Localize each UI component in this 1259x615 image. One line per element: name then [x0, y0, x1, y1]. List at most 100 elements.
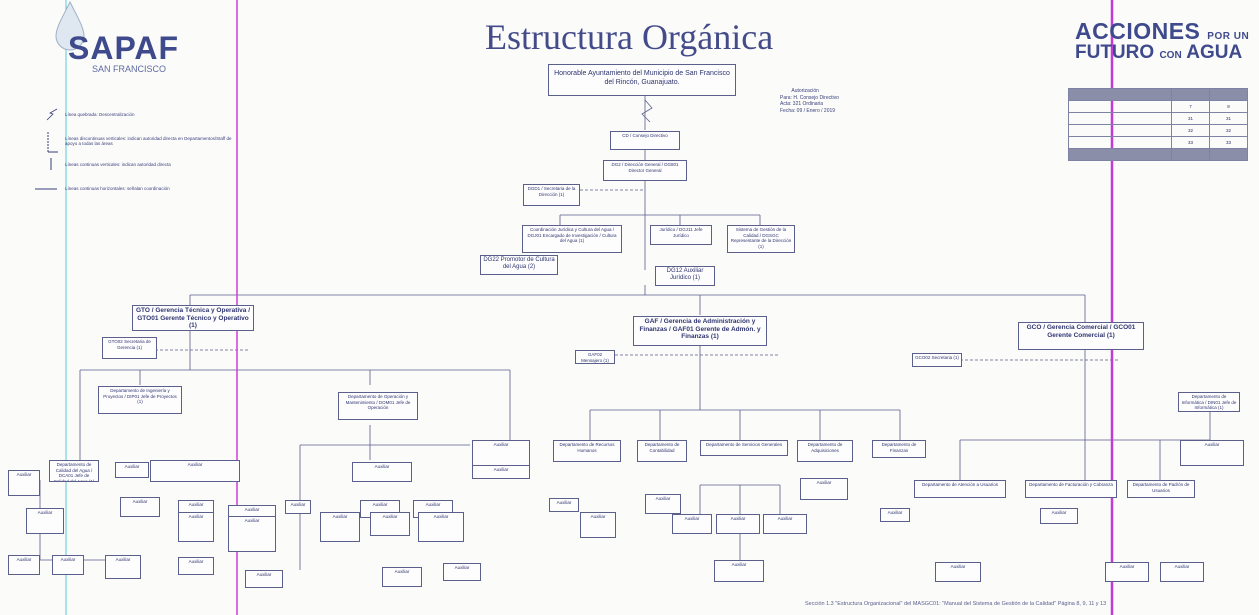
org-box-unit: Auxiliar [1105, 562, 1149, 582]
org-box-unit: Auxiliar [228, 516, 276, 552]
vertical-line-icon [50, 158, 52, 170]
table-cell [1068, 100, 1172, 113]
org-box-unit: Auxiliar [285, 500, 311, 514]
table-cell [1068, 88, 1172, 101]
slogan-line1: ACCIONES POR UN [1075, 18, 1249, 45]
water-drop-icon [55, 0, 85, 51]
table-cell [1068, 124, 1172, 137]
table-cell [1209, 148, 1248, 161]
broken-line-icon [46, 108, 58, 121]
org-box-unit: Auxiliar [8, 470, 40, 496]
org-box-unit: Auxiliar [370, 512, 410, 536]
logo-name: SAPAF [68, 30, 180, 66]
org-box-unit: Auxiliar [1180, 440, 1244, 466]
org-box-unit: Auxiliar [115, 462, 149, 478]
table-cell: 7 [1171, 100, 1210, 113]
org-box-unit: Auxiliar [580, 512, 616, 538]
table-cell: 33 [1171, 136, 1210, 149]
org-box-unit: Auxiliar [52, 555, 84, 575]
org-box-unit: Auxiliar [935, 562, 981, 582]
org-box-cd: CD / Consejo Directivo [610, 131, 680, 150]
org-box-dgd: DGD1 / Secretaria de la Dirección (1) [523, 184, 580, 206]
table-cell [1068, 136, 1172, 149]
slogan-word: ACCIONES [1075, 18, 1201, 44]
org-box-dept: Departamento de Calidad del Agua / DCA01… [49, 460, 99, 482]
slogan-word: AGUA [1186, 42, 1243, 63]
org-box-gco: GCO / Gerencia Comercial / GCO01 Gerente… [1018, 322, 1144, 350]
slogan-word: FUTURO [1075, 42, 1155, 63]
org-box-unit: Auxiliar [443, 563, 481, 581]
org-box-staff: Sistema de Gestión de la Calidad / DGSGC… [727, 225, 795, 253]
table-cell [1171, 148, 1210, 161]
table-cell: 32 [1209, 124, 1248, 137]
org-box-unit: Auxiliar [1160, 562, 1204, 582]
org-box-unit: Auxiliar [105, 555, 141, 579]
org-box-unit: Auxiliar [382, 567, 422, 587]
org-box-dept: Departamento de Finanzas [872, 440, 926, 458]
table-row [1068, 88, 1248, 101]
org-box-staff: GCO02 Secretaria (1) [912, 353, 962, 367]
org-box-unit: Auxiliar [352, 462, 412, 482]
org-box-dept: Departamento de Servicios Generales [700, 440, 788, 456]
authorization-line: Para: H. Consejo Directivo [780, 94, 839, 101]
table-cell: 8 [1209, 100, 1248, 113]
footer-note: Sección 1.3 "Estructura Organizacional" … [805, 601, 1107, 607]
authorization-line: Acta: 321 Ordinaria [780, 101, 824, 107]
table-cell [1171, 88, 1210, 101]
slogan-word: CON [1159, 50, 1182, 61]
org-box-unit: Auxiliar [714, 560, 764, 582]
org-box-dg: DG2 / Dirección General / DG801 Director… [603, 160, 687, 181]
org-box-gaf: GAF / Gerencia de Administración y Finan… [633, 316, 767, 346]
table-cell: 31 [1209, 112, 1248, 125]
org-box-unit: Auxiliar [880, 508, 910, 522]
org-box-unit: Auxiliar [672, 514, 712, 534]
org-box-unit: Auxiliar [178, 512, 214, 542]
authorization-title: Autorización [791, 88, 819, 94]
legend-item: Líneas discontinuas verticales: indican … [65, 136, 232, 146]
org-box-unit: Auxiliar [8, 555, 40, 575]
org-box-unit: Auxiliar [763, 514, 807, 534]
org-box-staff: Jurídico / DGJ11 Jefe Jurídico [650, 225, 712, 245]
org-box-dept: Departamento de Atención a Usuarios [914, 480, 1006, 498]
org-box-staff: Coordinación Jurídica y Cultura del Agua… [522, 225, 622, 253]
legend-item: Líneas continuas horizontales: señalan c… [65, 186, 170, 191]
authorization-block: Autorización Para: H. Consejo Directivo … [780, 88, 839, 114]
table-cell: 31 [1171, 112, 1210, 125]
org-box-unit: Auxiliar [320, 512, 360, 542]
horizontal-line-icon [35, 188, 57, 190]
org-box-staff: GAF02 Mensajero (1) [575, 350, 615, 364]
org-box-dept: Departamento de Operación y Mantenimient… [338, 392, 418, 420]
org-box-unit: Auxiliar [716, 514, 760, 534]
org-box-unit: Auxiliar [549, 498, 579, 512]
org-box-unit: Auxiliar [1040, 508, 1078, 524]
slogan-line2: FUTURO CON AGUA [1075, 42, 1242, 64]
table-cell: 33 [1209, 136, 1248, 149]
org-box-staff: GTO02 Secretaria de Gerencia (1) [102, 337, 157, 359]
table-cell: 32 [1171, 124, 1210, 137]
slogan-word: POR UN [1207, 31, 1250, 42]
org-box-unit: Auxiliar [645, 494, 681, 514]
table-cell [1068, 148, 1172, 161]
table-cell [1068, 112, 1172, 125]
table-cell [1209, 88, 1248, 101]
legend-item: Líneas continuas verticales: indican aut… [65, 162, 171, 167]
dashed-line-icon [47, 132, 58, 153]
org-box-gto: GTO / Gerencia Técnica y Operativa / GTO… [132, 305, 254, 331]
org-box-dept: Departamento de Informática / DIN01 Jefe… [1178, 392, 1240, 412]
org-box-unit: Auxiliar [120, 497, 160, 517]
page-title: Estructura Orgánica [485, 17, 774, 57]
org-box-unit: Auxiliar [800, 478, 848, 500]
org-box-dg22: DG22 Promotor de Cultura del Agua (2) [480, 255, 558, 275]
org-box-dept: Departamento de Padrón de Usuarios [1127, 480, 1195, 498]
legend-item: Línea quebrada: Descentralización [65, 112, 135, 117]
org-box-unit: Auxiliar [472, 465, 530, 479]
logo-subtitle: SAN FRANCISCO [92, 64, 167, 74]
org-box-dept: Departamento de Adquisiciones [797, 440, 853, 462]
org-box-unit: Auxiliar [418, 512, 464, 542]
org-box-unit: Auxiliar [150, 460, 240, 482]
